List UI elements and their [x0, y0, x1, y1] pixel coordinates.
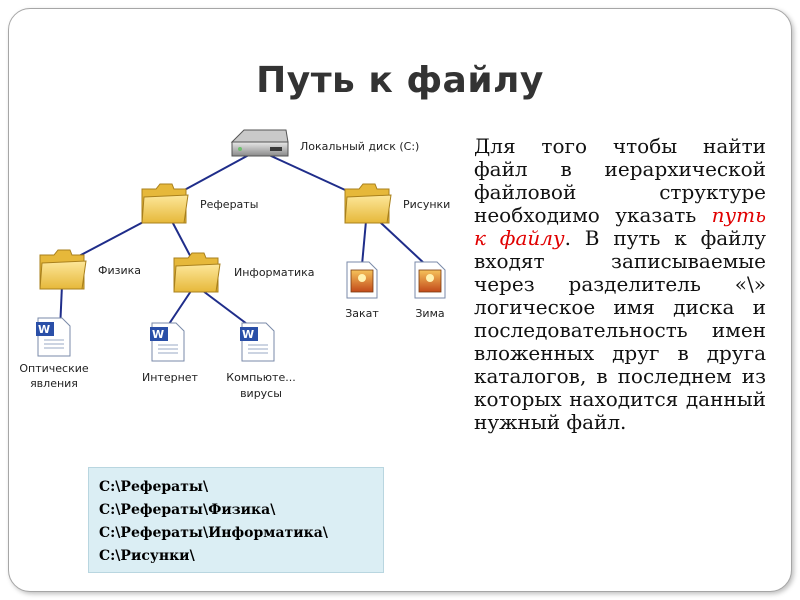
file-label-zakat: Закат	[345, 307, 379, 320]
svg-text:W: W	[242, 328, 254, 341]
disk-label: Локальный диск (C:)	[300, 140, 419, 153]
path-example: C:\Рефераты\Информатика\	[99, 525, 328, 541]
word-document-icon: W	[36, 317, 71, 357]
folder-icon	[344, 183, 392, 224]
word-document-icon: W	[150, 322, 185, 362]
folder-icon	[173, 252, 221, 293]
folder-icon	[39, 249, 87, 290]
folder-icon	[141, 183, 189, 224]
path-examples-box: C:\Рефераты\ C:\Рефераты\Физика\ C:\Рефе…	[88, 467, 384, 573]
description-highlight: путь к файлу	[474, 203, 766, 250]
folder-label-referaty: Рефераты	[200, 198, 258, 211]
file-label-opticheskie-line1: Оптические	[19, 362, 89, 375]
word-document-icon: W	[240, 322, 275, 362]
file-label-internet: Интернет	[142, 371, 199, 384]
description-part2: . В путь к файлу входят записываемые чер…	[474, 226, 766, 434]
path-example: C:\Рефераты\	[99, 479, 209, 495]
file-label-kompyuter-line1: Компьюте...	[226, 371, 295, 384]
svg-text:W: W	[152, 328, 164, 341]
folder-label-fizika: Физика	[98, 264, 141, 277]
svg-text:W: W	[38, 323, 50, 336]
folder-label-risunki: Рисунки	[403, 198, 450, 211]
file-label-kompyuter-line2: вирусы	[240, 387, 282, 400]
hard-disk-icon	[230, 129, 289, 157]
description-part1: Для того чтобы найти файл в иерархическо…	[474, 134, 766, 227]
slide-title: Путь к файлу	[256, 60, 544, 101]
file-label-zima: Зима	[415, 307, 444, 320]
image-file-icon	[346, 261, 378, 299]
path-example: C:\Рефераты\Физика\	[99, 502, 276, 518]
folder-label-informatika: Информатика	[234, 266, 315, 279]
path-example: C:\Рисунки\	[99, 548, 195, 564]
image-file-icon	[414, 261, 446, 299]
tree-connectors	[59, 149, 427, 331]
file-label-opticheskie-line2: явления	[30, 377, 78, 390]
description-text: Для того чтобы найти файл в иерархическо…	[474, 135, 766, 434]
